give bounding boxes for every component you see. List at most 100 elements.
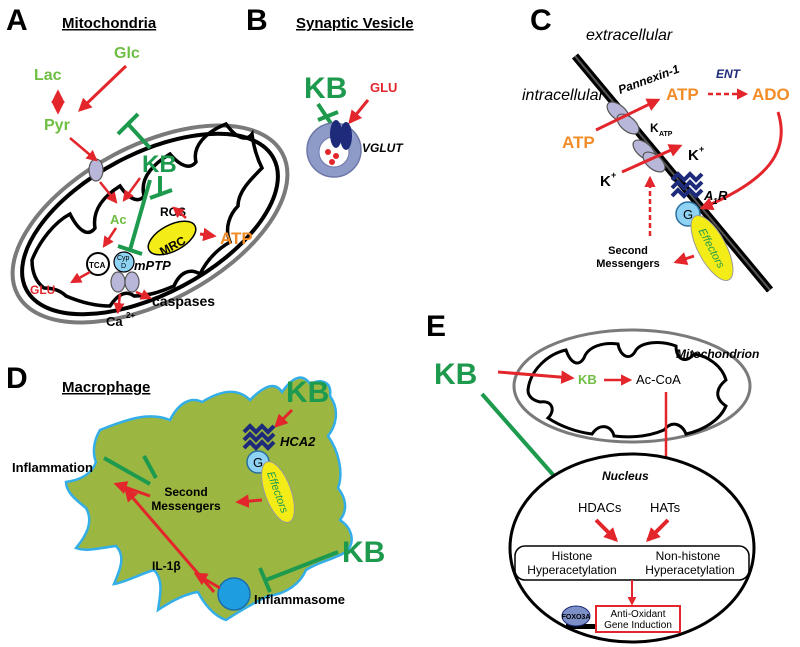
- ca-label: Ca: [106, 314, 123, 329]
- pyr-to-ac-arrow: [99, 181, 118, 204]
- panel-e: E Mitochondrion KB Ac-CoA KB Nucleus HDA…: [426, 310, 759, 644]
- vglut-transporter-2: [340, 122, 352, 150]
- katp-label: K: [650, 121, 659, 135]
- kb-inhibit-bar-2: [149, 188, 173, 200]
- g-label-c: G: [683, 207, 693, 222]
- ac-to-tca-arrow: [102, 227, 118, 248]
- mptp-pore-left: [110, 271, 126, 293]
- effectors-c: [690, 215, 734, 281]
- ado-label: ADO: [752, 85, 790, 104]
- atp-label-a: ATP: [220, 229, 253, 248]
- kb-inhibit-bar-3: [117, 244, 143, 256]
- second-label-d: Second: [164, 485, 207, 499]
- kb-to-mito-arrow: [497, 370, 575, 384]
- ros-label: ROS: [160, 205, 186, 219]
- macrophage-cell: [64, 376, 353, 622]
- inflammation-label: Inflammation: [12, 460, 93, 475]
- inflammasome-to-il1b-arrow: [193, 572, 221, 590]
- extracellular-label: extracellular: [586, 27, 673, 44]
- glu-label-b: GLU: [370, 80, 397, 95]
- panel-label-c: C: [530, 4, 552, 37]
- panel-c: C extracellular intracellular Pannexin-1…: [522, 4, 790, 293]
- effectors-d: [261, 461, 295, 523]
- antioxidant-box: [595, 605, 681, 633]
- mptp-label: mPTP: [134, 258, 171, 273]
- a1r-subscript: 1: [713, 197, 718, 206]
- panel-label-d: D: [6, 362, 28, 395]
- glc-label: Glc: [114, 45, 140, 62]
- atp-extracellular-label: ATP: [666, 85, 699, 104]
- histone-label: Histone: [552, 549, 593, 563]
- kb-inhibit-bar-d2: [258, 567, 272, 593]
- ent-label: ENT: [716, 67, 742, 81]
- e-mito-cristae: [526, 341, 728, 439]
- kb-inhibit-bar-b: [317, 110, 339, 122]
- lac-label: Lac: [34, 67, 62, 84]
- foxo3a-factor: [561, 605, 591, 627]
- atp-release-arrow: [595, 98, 661, 132]
- vglut-transporter-1: [330, 120, 342, 148]
- pannexin-channel-2: [616, 113, 640, 135]
- pyruvate-carrier: [88, 158, 104, 182]
- inflammasome: [217, 577, 251, 611]
- kb-to-ac-arrow: [122, 177, 142, 202]
- a1r-r-label: R: [718, 188, 728, 203]
- hca2-label: HCA2: [280, 434, 316, 449]
- a1r-receptor: [670, 171, 704, 199]
- ac-label: Ac: [110, 212, 127, 227]
- pyr-label: Pyr: [44, 117, 70, 134]
- mptp-to-caspases-arrow: [135, 289, 153, 300]
- glutamate-dot-3: [329, 159, 335, 165]
- panel-label-b: B: [246, 4, 268, 37]
- panel-label-a: A: [6, 4, 28, 37]
- effectors-to-second-messengers-arrow: [673, 252, 695, 265]
- glu-to-vglut-arrow: [348, 99, 370, 125]
- kb-inhibit-bar-d1: [142, 455, 158, 479]
- kb-inhibit-glycolysis: [126, 122, 152, 150]
- antioxidant-label: Anti-Oxidant: [610, 609, 665, 620]
- hdacs-to-acetylation-arrow: [594, 518, 618, 542]
- vglut-label: VGLUT: [362, 141, 404, 155]
- gene-induction-label: Gene Induction: [604, 620, 672, 631]
- ado-to-a1r-arrow: [699, 111, 783, 211]
- kb-to-hca2-arrow: [274, 408, 294, 428]
- il1b-label: IL-1β: [152, 559, 181, 573]
- panel-a: A Mitochondria Lac Glc Pyr KB Ac ROS TCA: [6, 4, 290, 329]
- mitochondrion-label: Mitochondrion: [676, 347, 759, 361]
- intracellular-label: intracellular: [522, 87, 604, 104]
- panel-label-e: E: [426, 310, 446, 343]
- mrc-to-ros-arrow: [172, 206, 187, 219]
- nonhistone-hyperacetylation-label: Hyperacetylation: [645, 563, 734, 577]
- inflammasome-label: Inflammasome: [254, 592, 345, 607]
- glutamate-dot-1: [325, 149, 331, 155]
- tca-cycle: [86, 252, 110, 276]
- histone-hyperacetylation-label: Hyperacetylation: [527, 563, 616, 577]
- tca-label: TCA: [89, 261, 106, 270]
- acoa-label: Ac-CoA: [636, 372, 681, 387]
- nucleus-label: Nucleus: [602, 469, 649, 483]
- messengers-label-c: Messengers: [596, 258, 660, 270]
- cypd-label-1: Cyp: [117, 255, 130, 262]
- glu-label-a: GLU: [30, 283, 55, 297]
- g-label-d: G: [253, 455, 263, 470]
- mito-cristae: [30, 121, 265, 308]
- k-intracellular-plus: +: [611, 170, 616, 180]
- hdacs-label: HDACs: [578, 500, 622, 515]
- tca-to-glu-arrow: [70, 270, 91, 284]
- hats-to-acetylation-arrow: [646, 518, 670, 542]
- synaptic-vesicle-title: Synaptic Vesicle: [296, 15, 414, 32]
- mptp-pore-right: [124, 271, 140, 293]
- kb-inhibit-mptp: [128, 179, 152, 251]
- k-intracellular-label: K: [600, 173, 611, 190]
- k-extracellular-label: K: [688, 147, 699, 164]
- ca-superscript: 2+: [126, 311, 135, 320]
- kb-label-d-bottom: KB: [342, 536, 385, 569]
- dna-strand: [566, 624, 596, 629]
- cyclophilin-d: [113, 251, 135, 273]
- k-extracellular-plus: +: [699, 144, 704, 154]
- katp-subscript: ATP: [659, 131, 673, 138]
- cypd-label-2: D: [121, 263, 126, 270]
- kb-inhibit-inflammasome: [265, 550, 339, 582]
- kb-inhibit-bar-1: [116, 112, 140, 136]
